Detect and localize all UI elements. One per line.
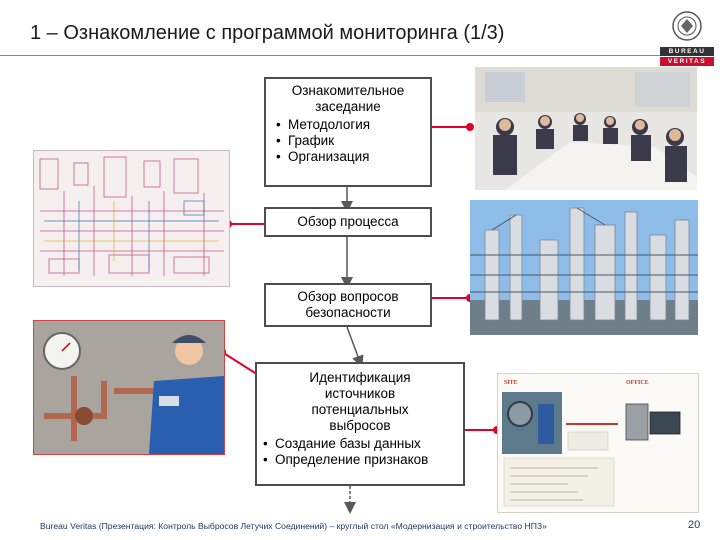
step-bullets: Создание базы данных Определение признак… bbox=[257, 436, 463, 468]
data-flow-image: SITE OFFICE bbox=[497, 373, 699, 513]
inspection-photo bbox=[33, 320, 225, 455]
step-heading: Обзор вопросов безопасности bbox=[266, 285, 430, 321]
page-number: 20 bbox=[688, 519, 700, 531]
step-meeting: Ознакомительное заседание Методология Гр… bbox=[264, 77, 432, 187]
bullet-item: График bbox=[276, 133, 430, 149]
step-source-identification: Идентификация источников потенциальных в… bbox=[255, 362, 465, 486]
meeting-photo bbox=[475, 67, 697, 190]
footer-text: Bureau Veritas (Презентация: Контроль Вы… bbox=[40, 521, 547, 531]
bullet-item: Определение признаков bbox=[263, 452, 463, 468]
pid-diagram-image bbox=[33, 150, 230, 287]
refinery-photo bbox=[470, 200, 698, 335]
bullet-item: Методология bbox=[276, 117, 430, 133]
bullet-item: Создание базы данных bbox=[263, 436, 463, 452]
arrow-3-4 bbox=[347, 327, 360, 362]
step-heading: Ознакомительное заседание bbox=[266, 79, 430, 115]
step-process-review: Обзор процесса bbox=[264, 207, 432, 237]
bullet-item: Организация bbox=[276, 149, 430, 165]
step-bullets: Методология График Организация bbox=[266, 117, 430, 165]
step-heading: Обзор процесса bbox=[266, 209, 430, 230]
step-safety-review: Обзор вопросов безопасности bbox=[264, 283, 432, 327]
step-heading: Идентификация источников потенциальных в… bbox=[257, 364, 463, 434]
